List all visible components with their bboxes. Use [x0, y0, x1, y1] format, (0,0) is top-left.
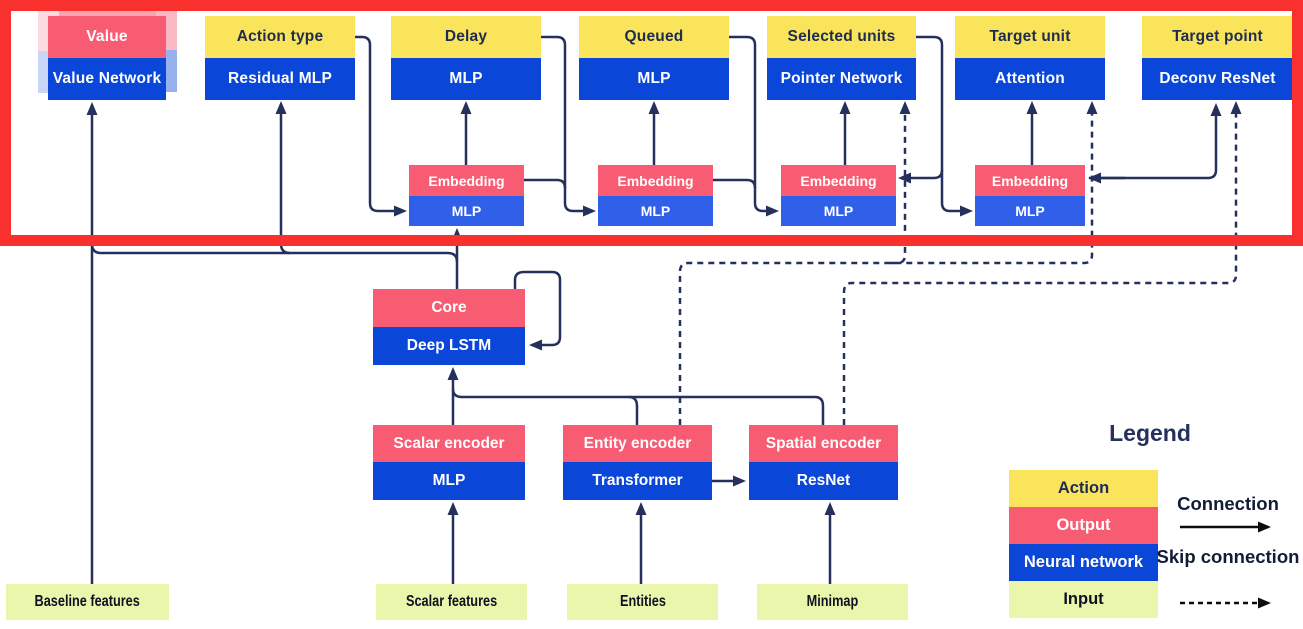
edge-core-trunk — [90, 243, 459, 263]
node-delay: Delay MLP — [391, 16, 541, 100]
node-input-baseline-features: Baseline features — [6, 584, 169, 620]
node-selected-units: Selected units Pointer Network — [767, 16, 916, 100]
legend-item-output: Output — [1009, 507, 1158, 544]
node-scalar-encoder: Scalar encoder MLP — [373, 425, 525, 500]
node-target-unit-network: Attention — [955, 58, 1105, 100]
node-target-unit-action: Target unit — [955, 16, 1105, 58]
node-embedding-2: Embedding MLP — [598, 165, 713, 226]
node-value-output: Value — [48, 16, 166, 58]
legend-item-input: Input — [1009, 581, 1158, 618]
edge-actiontype-to-embedding1 — [355, 35, 407, 217]
legend-item-neural-network: Neural network — [1009, 544, 1158, 581]
node-target-point-network: Deconv ResNet — [1142, 58, 1293, 100]
edge-core-self-loop — [513, 270, 562, 351]
node-value: Value Value Network — [48, 16, 166, 100]
node-embedding-4: Embedding MLP — [975, 165, 1085, 226]
node-core-network: Deep LSTM — [373, 327, 525, 365]
node-action-type-action: Action type — [205, 16, 355, 58]
edge-selected-to-embedding4 — [916, 35, 973, 217]
node-target-point-action: Target point — [1142, 16, 1293, 58]
node-embedding-1: Embedding MLP — [409, 165, 524, 226]
node-input-minimap: Minimap — [757, 584, 908, 620]
node-core-output: Core — [373, 289, 525, 327]
node-embedding-3: Embedding MLP — [781, 165, 896, 226]
node-queued-action: Queued — [579, 16, 729, 58]
node-selected-units-network: Pointer Network — [767, 58, 916, 100]
node-action-type-network: Residual MLP — [205, 58, 355, 100]
node-queued: Queued MLP — [579, 16, 729, 100]
node-input-entities: Entities — [567, 584, 718, 620]
edge-queued-to-embedding3 — [729, 35, 779, 217]
edge-embedding1-merge — [524, 178, 567, 189]
skip-entity-to-pointer — [890, 101, 911, 265]
skip-entity-to-attention — [678, 101, 1098, 425]
node-core: Core Deep LSTM — [373, 289, 525, 365]
node-target-unit: Target unit Attention — [955, 16, 1105, 100]
node-queued-network: MLP — [579, 58, 729, 100]
node-value-network: Value Network — [48, 58, 166, 100]
node-delay-network: MLP — [391, 58, 541, 100]
node-delay-action: Delay — [391, 16, 541, 58]
edge-trunk-to-residual-mlp — [275, 101, 291, 255]
node-input-scalar-features: Scalar features — [376, 584, 527, 620]
legend-connection-label: Connection — [1177, 493, 1279, 514]
edge-embedding2-merge — [713, 178, 757, 189]
legend-item-action: Action — [1009, 470, 1158, 507]
legend-skip-connection-label: Skip connection — [1156, 546, 1300, 567]
edge-embedding4-to-deconv — [1089, 103, 1222, 180]
skip-spatial-to-deconv — [842, 101, 1242, 425]
node-action-type: Action type Residual MLP — [205, 16, 355, 100]
edge-delay-to-embedding2 — [541, 35, 596, 217]
edge-selected-to-embedding3 — [898, 169, 944, 184]
node-selected-units-action: Selected units — [767, 16, 916, 58]
edge-entity-to-core — [628, 395, 639, 425]
node-entity-encoder: Entity encoder Transformer — [563, 425, 712, 500]
node-target-point: Target point Deconv ResNet — [1142, 16, 1293, 100]
node-spatial-encoder: Spatial encoder ResNet — [749, 425, 898, 500]
legend-title: Legend — [1109, 420, 1191, 446]
